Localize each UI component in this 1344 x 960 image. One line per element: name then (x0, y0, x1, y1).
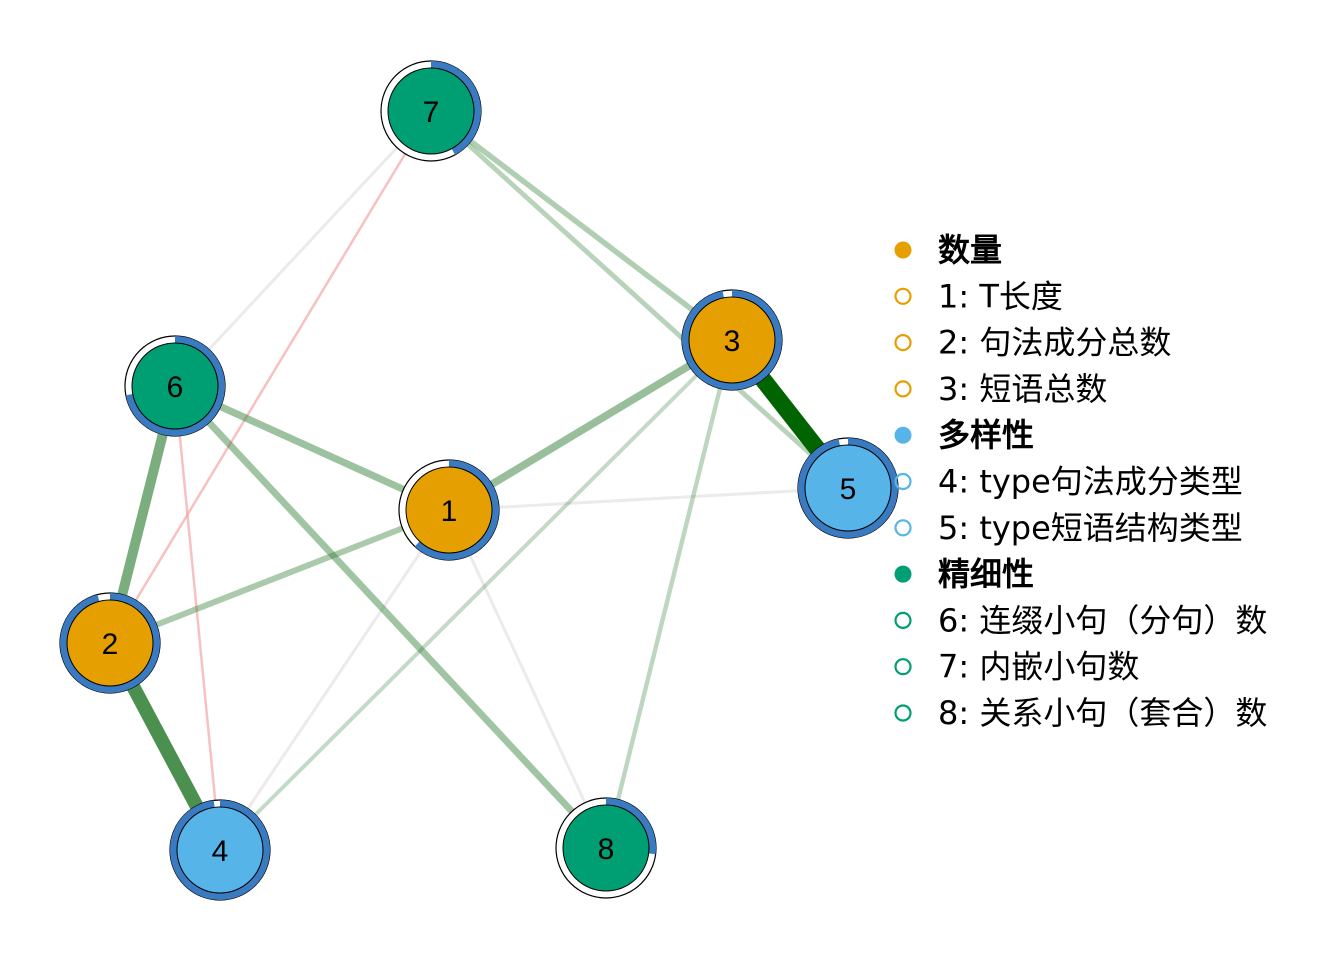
node-fill (804, 444, 892, 532)
node-pie-arc (605, 798, 656, 855)
node-label: 7 (423, 96, 440, 129)
legend-open-dot (894, 658, 912, 676)
legend-text: 6: 连缀小句（分句）数 (938, 601, 1267, 639)
legend-text: 5: type短语结构类型 (938, 509, 1243, 547)
legend-text: 多样性 (938, 416, 1034, 454)
legend-text: 2: 句法成分总数 (938, 324, 1171, 362)
node-6: 6 (124, 335, 226, 437)
legend-filled-dot (894, 241, 912, 259)
node-fill (66, 599, 154, 687)
legend-open-dot (894, 472, 912, 491)
node-4: 4 (169, 799, 271, 901)
node-label: 5 (840, 473, 857, 506)
nodes-layer: 1 2 3 4 5 6 7 8 (59, 60, 899, 901)
legend-item: 8: 关系小句（套合）数 (894, 694, 1267, 732)
node-1: 1 (398, 459, 500, 561)
node-pie-arc (682, 290, 782, 390)
legend-item: 1: T长度 (894, 277, 1063, 315)
node-pie-arc (60, 593, 160, 693)
edge-7-5 (429, 109, 850, 490)
legend-group-quantity: 数量 (894, 231, 1002, 269)
node-pie-arc (430, 61, 481, 155)
edge-1-4 (218, 509, 451, 851)
node-pie-arc (170, 800, 270, 900)
legend-open-dot (894, 519, 912, 537)
node-pie-arc (798, 438, 898, 538)
edge-7-6 (173, 109, 433, 388)
legend-item: 7: 内嵌小句数 (894, 648, 1139, 686)
legend-filled-dot (894, 565, 912, 583)
legend-open-dot (894, 380, 912, 398)
legend-text: 3: 短语总数 (938, 370, 1107, 408)
legend-text: 1: T长度 (938, 277, 1063, 315)
legend-item: 5: type短语结构类型 (894, 509, 1243, 547)
node-2: 2 (59, 592, 161, 694)
legend-text: 4: type句法成分类型 (938, 463, 1243, 501)
edge-6-8 (172, 383, 609, 851)
edge-7-2 (108, 110, 433, 644)
legend-text: 8: 关系小句（套合）数 (938, 694, 1267, 732)
node-8: 8 (555, 797, 657, 899)
node-pie-arc (125, 336, 225, 436)
legend-item: 2: 句法成分总数 (894, 324, 1171, 362)
legend-open-dot (894, 334, 912, 352)
node-pie-arc (414, 460, 499, 560)
node-label: 1 (441, 495, 458, 528)
legend-group-detail: 精细性 (894, 555, 1034, 593)
node-label: 8 (598, 833, 615, 866)
legend-item: 4: type句法成分类型 (894, 463, 1243, 501)
node-fill (405, 466, 493, 554)
edge-3-8 (603, 339, 735, 849)
legend-text: 精细性 (938, 555, 1034, 593)
node-label: 4 (212, 835, 229, 868)
node-label: 3 (724, 325, 741, 358)
node-7: 7 (380, 60, 482, 162)
legend-filled-dot (894, 426, 912, 444)
edge-7-3 (429, 108, 734, 343)
node-fill (688, 296, 776, 384)
node-fill (131, 342, 219, 430)
node-fill (562, 804, 650, 892)
node-3: 3 (681, 289, 783, 391)
node-label: 2 (102, 628, 119, 661)
edge-1-3 (447, 336, 734, 514)
edge-6-4 (173, 385, 222, 851)
node-fill (176, 806, 264, 894)
edge-3-4 (218, 338, 734, 852)
legend-group-diversity: 多样性 (894, 416, 1034, 454)
edge-1-2 (108, 507, 451, 646)
legend-item: 3: 短语总数 (894, 370, 1107, 408)
legend-text: 数量 (938, 231, 1002, 269)
legend-open-dot (894, 287, 912, 305)
node-label: 6 (167, 371, 184, 404)
node-5: 5 (797, 437, 899, 539)
node-fill (387, 67, 475, 155)
edge-1-8 (447, 509, 608, 849)
legend-open-dot (894, 704, 912, 722)
legend-open-dot (894, 611, 912, 630)
edge-1-5 (448, 486, 849, 512)
legend-item: 6: 连缀小句（分句）数 (894, 601, 1267, 639)
legend-text: 7: 内嵌小句数 (938, 648, 1139, 686)
